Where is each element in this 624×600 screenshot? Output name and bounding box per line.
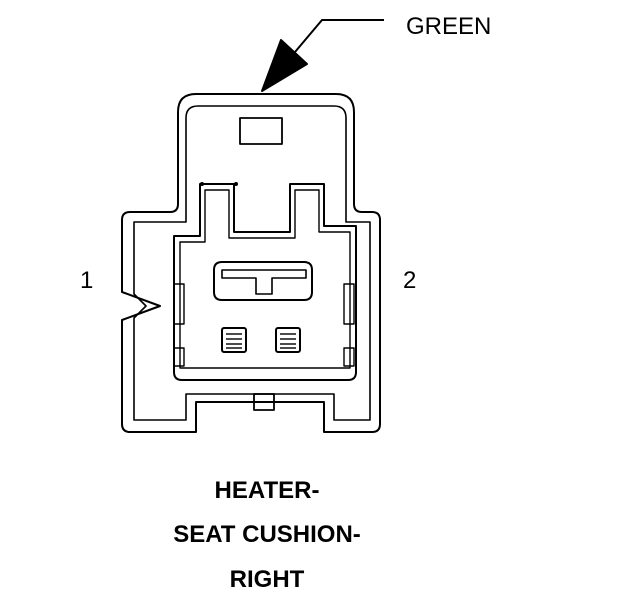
color-label: GREEN xyxy=(406,13,491,40)
pin-2-label: 2 xyxy=(403,267,416,294)
caption-line-2: SEAT CUSHION- xyxy=(173,521,361,548)
callout-arrow-icon xyxy=(261,39,308,92)
pin-1-label: 1 xyxy=(80,267,93,294)
terminal-cavity-2 xyxy=(275,327,301,353)
callout-leader xyxy=(261,19,384,92)
latch-tab xyxy=(239,117,283,145)
key-slot xyxy=(213,261,313,301)
connector-insert-inner xyxy=(179,189,351,369)
connector-diagram: GREEN 1 2 xyxy=(80,13,491,433)
bottom-tab xyxy=(253,393,275,411)
caption-line-3: RIGHT xyxy=(229,566,305,593)
key-slot-inner xyxy=(221,269,307,295)
connector-shell-lip xyxy=(133,105,371,421)
terminal-cavity-1 xyxy=(221,327,247,353)
caption-line-1: HEATER- xyxy=(214,477,320,504)
connector-outer-shell xyxy=(121,93,381,433)
connector-insert xyxy=(173,183,357,381)
